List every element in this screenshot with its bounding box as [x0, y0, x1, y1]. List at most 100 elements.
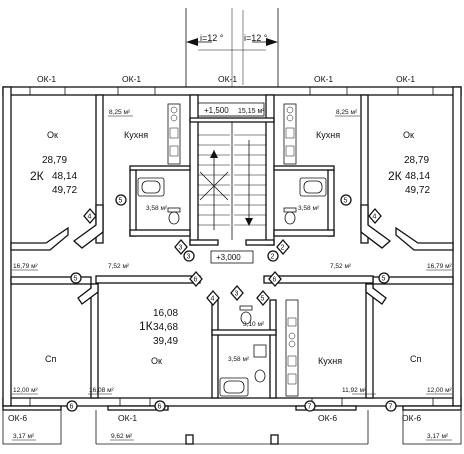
svg-text:48,14: 48,14	[405, 171, 430, 182]
kitchen-counter-right	[283, 103, 297, 165]
room-name: Кухня	[124, 130, 148, 140]
fixtures	[137, 103, 327, 397]
bathtub-right	[299, 177, 327, 197]
marker-circle: 5	[115, 194, 127, 206]
svg-text:3: 3	[179, 245, 183, 252]
svg-text:4: 4	[373, 214, 377, 221]
bathtub-center	[219, 377, 249, 397]
window-label: ОК-1	[37, 74, 56, 84]
kitchen-counter-center	[285, 299, 299, 397]
svg-text:2К: 2К	[388, 169, 402, 183]
svg-text:5: 5	[382, 276, 386, 283]
window-marks	[29, 87, 434, 406]
toilet-left	[168, 211, 180, 225]
marker-circle: 6	[66, 400, 78, 412]
apartment-right: 28,79 2К 48,14 49,72	[388, 155, 430, 196]
svg-text:34,68: 34,68	[153, 322, 178, 333]
area-label: 7,52 м²	[108, 263, 130, 270]
svg-text:1К: 1К	[139, 319, 153, 333]
section-markers: 5 5 3 2 5 5 6 6	[66, 194, 397, 412]
marker-diamond: 5	[256, 290, 270, 306]
svg-text:i=12 °: i=12 °	[200, 33, 224, 43]
room-names: Ок Ок Кухня Кухня Ок Кухня Сп Сп	[45, 130, 421, 366]
area-label: 8,25 м²	[336, 109, 358, 116]
svg-text:28,79: 28,79	[42, 155, 67, 166]
window-label: ОК-1	[396, 74, 415, 84]
marker-diamond: 4	[368, 208, 382, 224]
svg-text:2: 2	[281, 245, 285, 252]
area-label: 11,92 м²	[342, 387, 367, 394]
walls	[2, 86, 462, 445]
stair-treads-right	[234, 134, 266, 226]
window-label: ОК-1	[218, 74, 237, 84]
area-label: 3,10 м²	[243, 321, 265, 328]
window-label: ОК-1	[314, 74, 333, 84]
marker-circle: 5	[70, 272, 82, 284]
marker-circle: 7	[385, 400, 397, 412]
svg-text:4: 4	[211, 296, 215, 303]
marker-circle: 7	[304, 400, 316, 412]
toilet-center	[240, 311, 252, 325]
svg-text:15,15 м²: 15,15 м²	[238, 108, 265, 115]
area-label: 16,08 м²	[89, 387, 115, 394]
marker-circle: 6	[154, 400, 166, 412]
svg-text:5: 5	[119, 198, 123, 205]
marker-circle: 3	[183, 250, 195, 262]
area-label: 12,00 м²	[427, 387, 453, 394]
bathtub-left	[137, 177, 165, 197]
window-label: ОК-6	[8, 413, 27, 423]
elevation-lower: +3,000	[210, 250, 254, 264]
marker-diamond: 6	[189, 271, 203, 287]
room-name: Сп	[45, 354, 56, 364]
marker-diamond: 3	[230, 285, 244, 301]
svg-text:28,79: 28,79	[404, 155, 429, 166]
sink-center	[253, 344, 267, 358]
window-label: ОК-6	[402, 413, 421, 423]
area-label: 16,79 м²	[427, 263, 453, 270]
room-name: Сп	[410, 354, 421, 364]
slope-label-right: i=12 °	[244, 33, 278, 46]
marker-circle: 5	[378, 272, 390, 284]
room-name: Ок	[151, 356, 162, 366]
area-label: 8,25 м²	[109, 109, 131, 116]
area-label: 9,62 м²	[111, 433, 133, 440]
svg-text:49,72: 49,72	[405, 185, 430, 196]
window-label: ОК-1	[118, 413, 137, 423]
slope-arrow-left-icon	[186, 38, 198, 46]
window-labels: ОК-1 ОК-1 ОК-1 ОК-1 ОК-1 ОК-6 ОК-1 ОК-6 …	[8, 74, 421, 423]
entrance-canopy	[185, 8, 279, 87]
svg-text:4: 4	[88, 214, 92, 221]
area-label: 3,58 м²	[228, 356, 250, 363]
svg-text:6: 6	[273, 277, 277, 284]
svg-text:i=12 °: i=12 °	[244, 33, 268, 43]
svg-text:48,14: 48,14	[52, 171, 77, 182]
elevation-upper: +1,500 15,15 м²	[197, 102, 265, 117]
svg-text:2К: 2К	[30, 169, 44, 183]
svg-text:2: 2	[271, 254, 275, 261]
room-name: Кухня	[316, 130, 340, 140]
marker-circle: 5	[340, 194, 352, 206]
staircase	[198, 122, 266, 240]
svg-text:49,72: 49,72	[52, 185, 77, 196]
marker-circle: 2	[267, 250, 279, 262]
marker-diamond: 4	[83, 208, 97, 224]
apartment-left: 28,79 2К 48,14 49,72	[30, 155, 77, 196]
area-label: 3,58 м²	[298, 205, 320, 212]
svg-text:6: 6	[194, 277, 198, 284]
toilet-right	[284, 211, 296, 225]
slope-label-left: i=12 °	[186, 33, 224, 46]
svg-text:3: 3	[187, 254, 191, 261]
room-name: Ок	[47, 130, 58, 140]
window-label: ОК-1	[122, 74, 141, 84]
area-label: 12,00 м²	[13, 387, 39, 394]
stair-arrow-down-icon	[245, 218, 253, 226]
area-label: 3,17 м²	[427, 433, 449, 440]
marker-diamond: 3	[174, 239, 188, 255]
svg-text:+3,000: +3,000	[216, 253, 241, 262]
svg-text:7: 7	[389, 404, 393, 411]
svg-text:16,08: 16,08	[153, 308, 178, 319]
marker-diamond: 4	[206, 290, 220, 306]
svg-text:5: 5	[261, 296, 265, 303]
svg-text:3: 3	[235, 291, 239, 298]
